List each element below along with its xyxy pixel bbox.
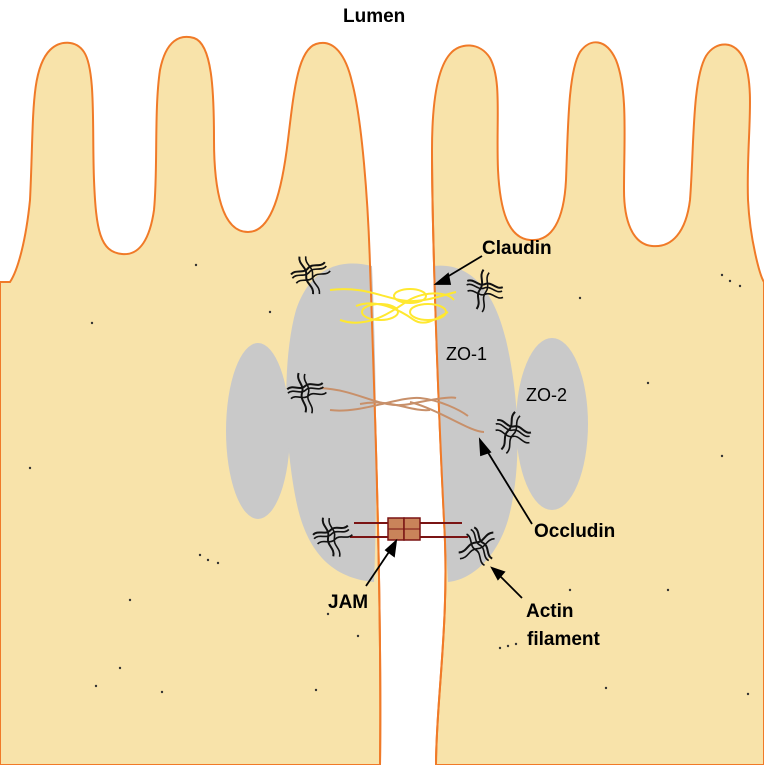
zo2-left-protein: [226, 343, 290, 519]
zo2-label: ZO-2: [526, 385, 567, 407]
occludin-label: Occludin: [534, 521, 615, 544]
lumen-label: Lumen: [343, 6, 405, 29]
zo1-label: ZO-1: [446, 344, 487, 366]
actin-label-line2: filament: [527, 629, 600, 652]
claudin-label: Claudin: [482, 238, 552, 261]
jam-label: JAM: [328, 592, 368, 615]
actin-label-line1: Actin: [526, 601, 574, 624]
zo2-right-protein: [516, 338, 588, 510]
